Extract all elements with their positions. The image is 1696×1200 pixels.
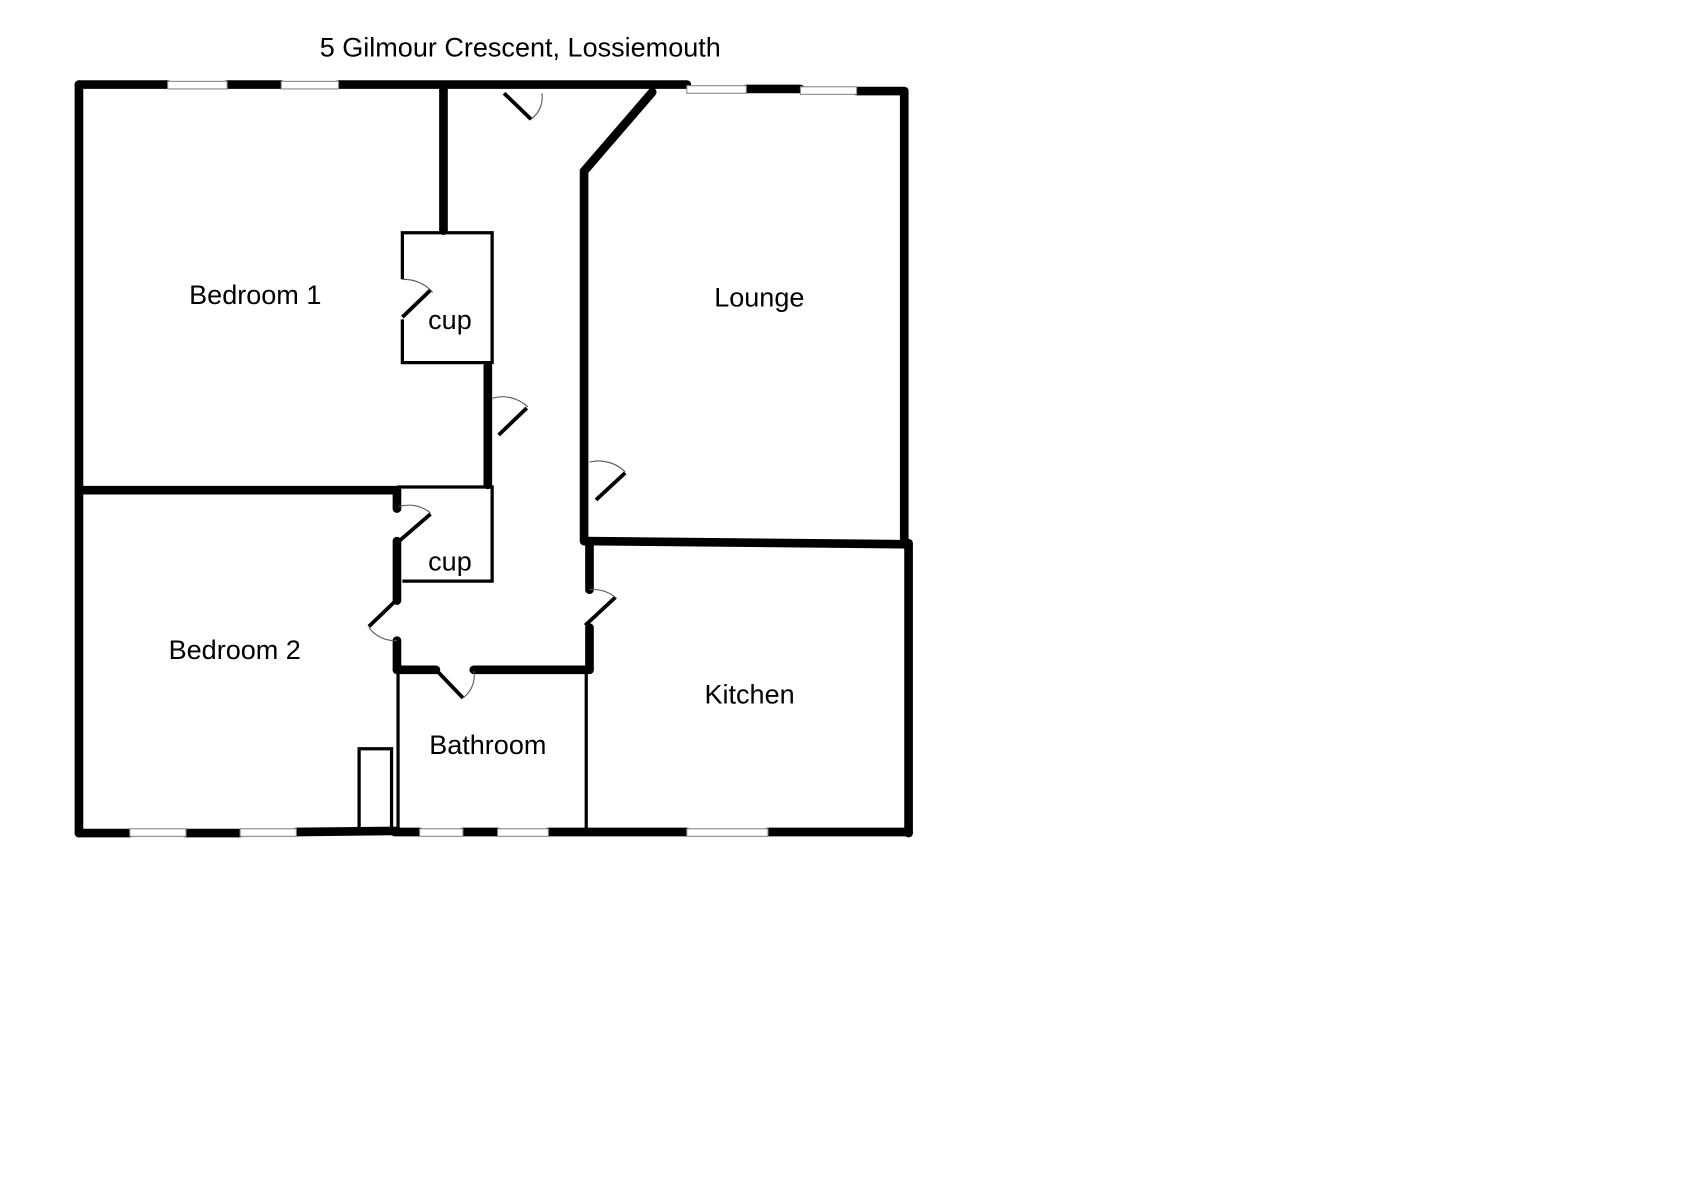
room-label-bedroom-1: Bedroom 1: [189, 280, 321, 310]
room-label-cupboard-2: cup: [428, 546, 472, 576]
room-label-kitchen: Kitchen: [704, 679, 794, 709]
room-label-bedroom-2: Bedroom 2: [169, 635, 301, 665]
doors: [367, 91, 627, 700]
room-label-lounge: Lounge: [714, 282, 804, 312]
room-label-cupboard-1: cup: [428, 305, 472, 335]
windows: [129, 80, 858, 837]
walls: [74, 80, 913, 838]
room-label-bathroom: Bathroom: [429, 730, 546, 760]
plan-title: 5 Gilmour Crescent, Lossiemouth: [320, 32, 721, 62]
room-labels: Bedroom 1 cup Lounge cup Bedroom 2 Kitch…: [169, 280, 805, 760]
